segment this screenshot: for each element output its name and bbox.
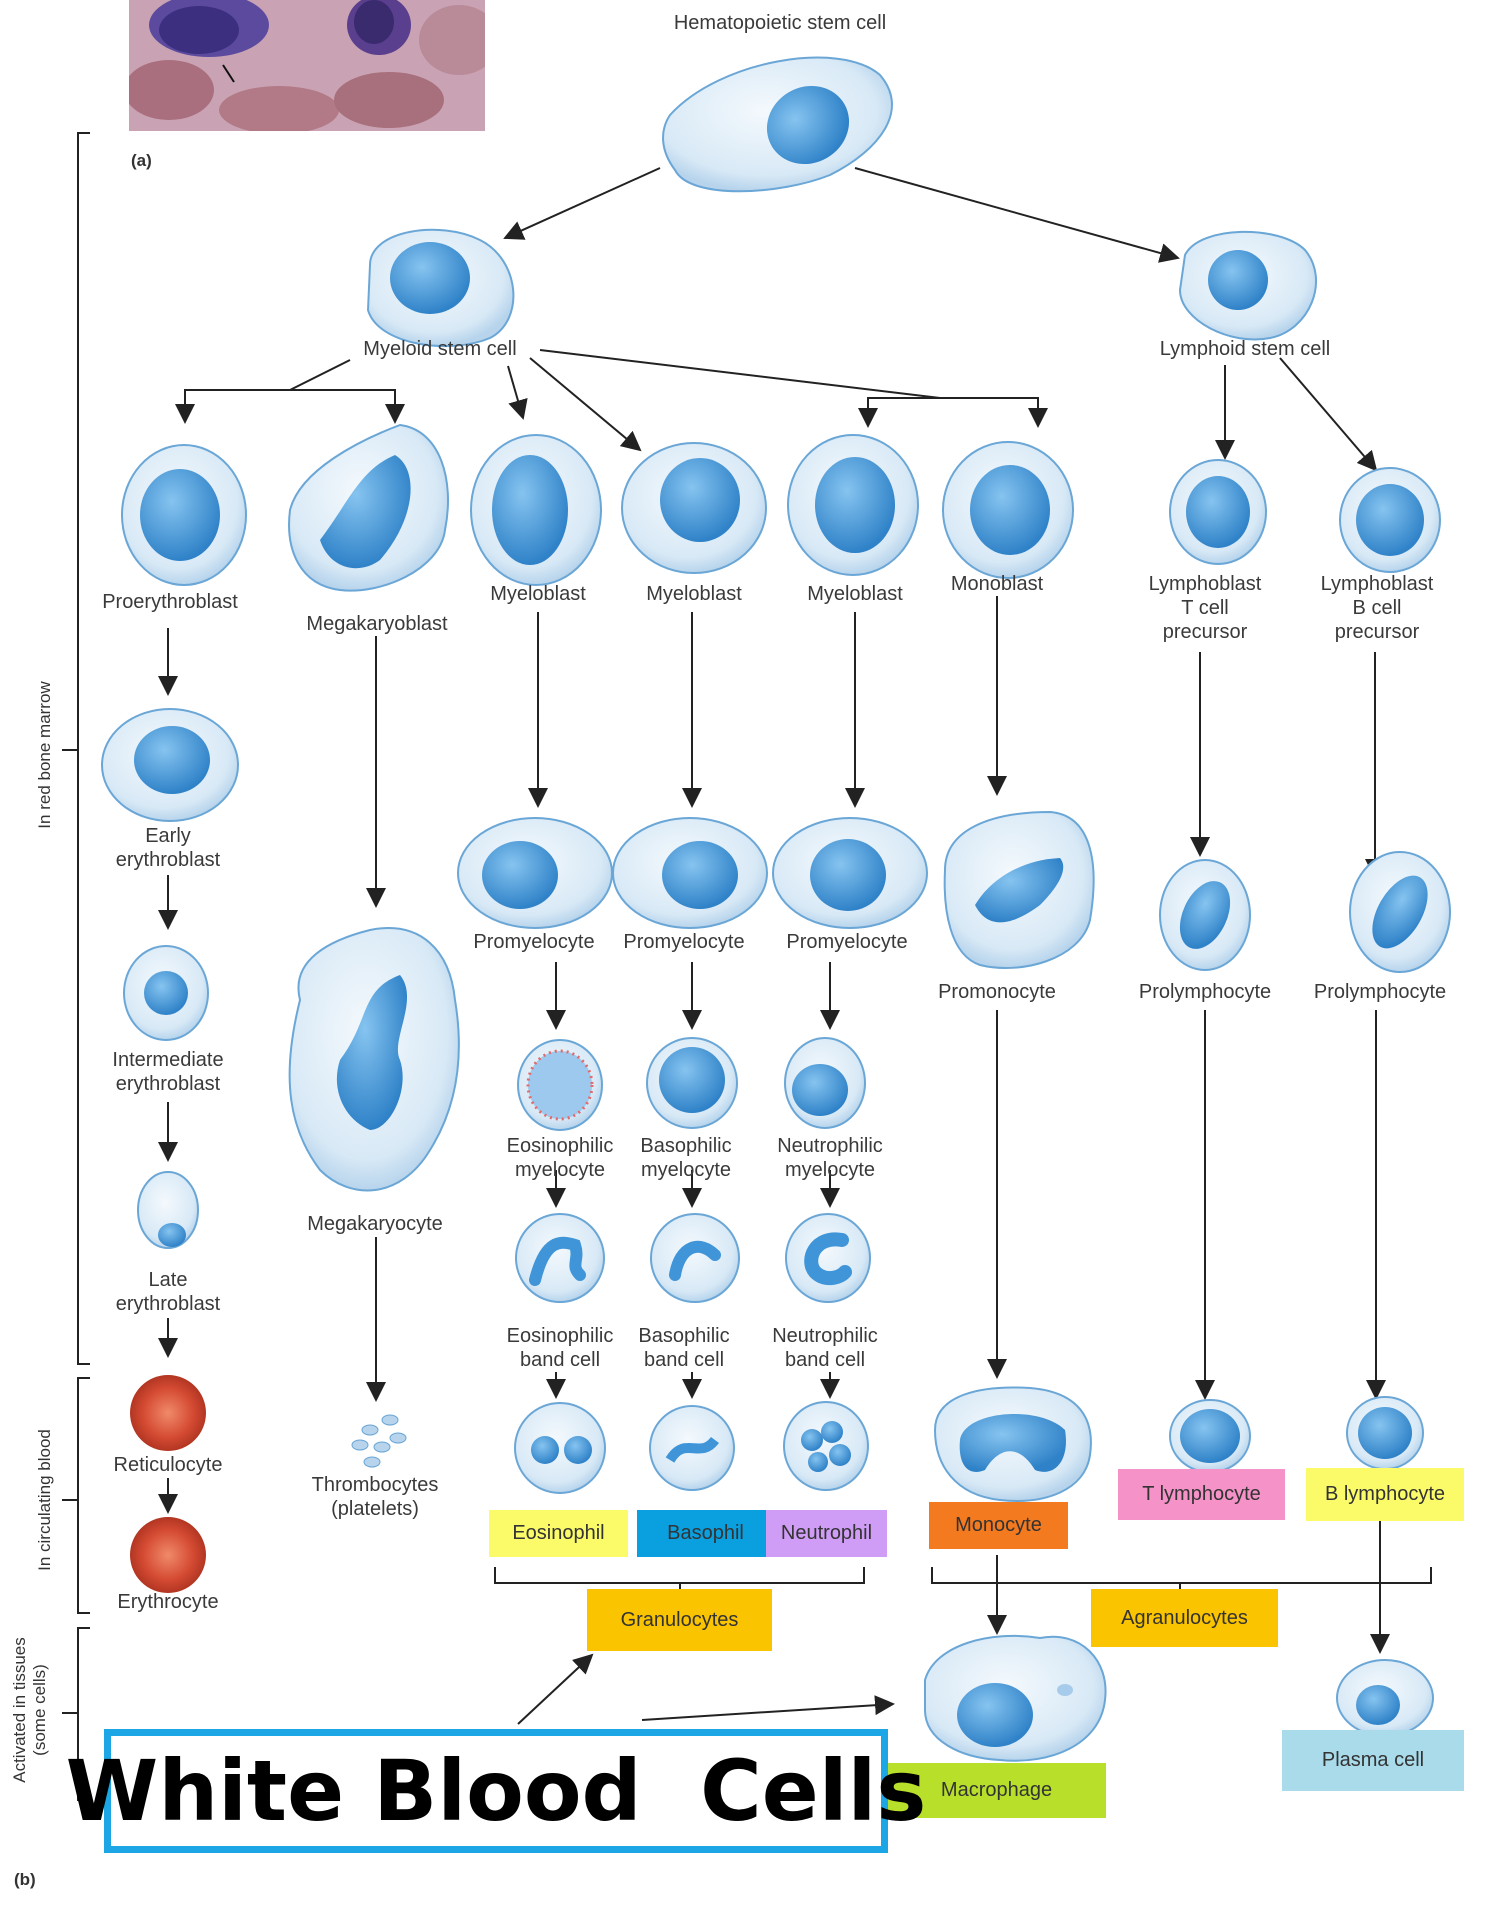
label-basophilic-myelocyte: Basophilic myelocyte bbox=[640, 1135, 732, 1181]
label-lymphoblast-b: Lymphoblast B cell precursor bbox=[1320, 573, 1434, 643]
side-label-blood: In circulating blood bbox=[35, 1429, 54, 1571]
promyelocyte-3 bbox=[772, 817, 928, 929]
myeloblast-3 bbox=[787, 434, 919, 576]
basophilic-band-cell bbox=[650, 1213, 740, 1303]
tag-t-lymphocyte: T lymphocyte bbox=[1118, 1469, 1285, 1520]
label-lymphoid-stem-cell: Lymphoid stem cell bbox=[1159, 338, 1331, 360]
label-promyelocyte-3: Promyelocyte bbox=[786, 931, 908, 953]
lymphoblast-t bbox=[1169, 459, 1267, 565]
label-late-erythroblast: Late erythroblast bbox=[115, 1269, 221, 1315]
label-myeloblast-2: Myeloblast bbox=[646, 583, 742, 605]
label-myeloid-stem-cell: Myeloid stem cell bbox=[363, 338, 517, 360]
label-erythrocyte: Erythrocyte bbox=[117, 1591, 219, 1613]
lymphoid-stem-cell bbox=[1178, 230, 1317, 341]
tag-macrophage: Macrophage bbox=[887, 1763, 1106, 1818]
label-neutrophilic-band-cell: Neutrophilic band cell bbox=[772, 1325, 878, 1371]
promonocyte bbox=[943, 810, 1095, 969]
label-thrombocytes: Thrombocytes (platelets) bbox=[311, 1474, 439, 1520]
label-prolymphocyte-2: Prolymphocyte bbox=[1313, 981, 1447, 1003]
label-monoblast: Monoblast bbox=[950, 573, 1044, 595]
panel-a-label: (a) bbox=[131, 151, 152, 170]
label-promonocyte: Promonocyte bbox=[938, 981, 1056, 1003]
tag-monocyte: Monocyte bbox=[929, 1502, 1068, 1549]
myeloid-stem-cell bbox=[366, 228, 515, 348]
side-label-marrow: In red bone marrow bbox=[35, 681, 54, 829]
label-neutrophilic-myelocyte: Neutrophilic myelocyte bbox=[777, 1135, 883, 1181]
intermediate-erythroblast bbox=[123, 945, 209, 1041]
tag-plasma-cell: Plasma cell bbox=[1282, 1730, 1464, 1791]
neutrophil-cell bbox=[783, 1401, 869, 1491]
promyelocyte-1 bbox=[457, 817, 613, 929]
late-erythroblast bbox=[137, 1171, 199, 1249]
basophilic-myelocyte bbox=[646, 1037, 738, 1129]
neutrophilic-band-cell bbox=[785, 1213, 871, 1303]
label-eosinophilic-myelocyte: Eosinophilic myelocyte bbox=[506, 1135, 614, 1181]
label-prolymphocyte-1: Prolymphocyte bbox=[1138, 981, 1272, 1003]
prolymphocyte-1 bbox=[1159, 859, 1251, 971]
tag-b-lymphocyte: B lymphocyte bbox=[1306, 1468, 1464, 1521]
label-reticulocyte: Reticulocyte bbox=[113, 1454, 223, 1476]
label-myeloblast-3: Myeloblast bbox=[807, 583, 903, 605]
micrograph-image bbox=[129, 0, 485, 131]
white-blood-cells-title: White Blood Cells bbox=[66, 1729, 926, 1853]
lymphoblast-b bbox=[1339, 467, 1441, 573]
proerythroblast bbox=[121, 444, 247, 586]
label-promyelocyte-2: Promyelocyte bbox=[623, 931, 745, 953]
prolymphocyte-2 bbox=[1349, 851, 1451, 973]
eosinophilic-band-cell bbox=[515, 1213, 605, 1303]
label-basophilic-band-cell: Basophilic band cell bbox=[638, 1325, 730, 1371]
tag-neutrophil: Neutrophil bbox=[766, 1510, 887, 1557]
label-promyelocyte-1: Promyelocyte bbox=[473, 931, 595, 953]
eosinophil-cell bbox=[514, 1402, 606, 1494]
reticulocyte bbox=[130, 1375, 206, 1451]
basophil-cell bbox=[649, 1405, 735, 1491]
label-intermediate-erythroblast: Intermediate erythroblast bbox=[112, 1049, 224, 1095]
macrophage-cell bbox=[924, 1634, 1107, 1762]
label-myeloblast-1: Myeloblast bbox=[490, 583, 586, 605]
megakaryoblast bbox=[288, 423, 449, 592]
early-erythroblast bbox=[101, 708, 239, 822]
neutrophilic-myelocyte bbox=[784, 1037, 866, 1129]
tag-basophil: Basophil bbox=[637, 1510, 774, 1557]
erythrocyte bbox=[130, 1517, 206, 1593]
monoblast bbox=[942, 441, 1074, 579]
label-proerythroblast: Proerythroblast bbox=[102, 591, 238, 613]
myeloblast-1 bbox=[470, 434, 602, 586]
tag-agranulocytes: Agranulocytes bbox=[1091, 1589, 1278, 1647]
megakaryocyte bbox=[288, 927, 460, 1192]
thrombocytes bbox=[351, 1414, 407, 1468]
eosinophilic-myelocyte bbox=[517, 1039, 603, 1131]
myeloblast-2 bbox=[621, 442, 767, 574]
t-lymphocyte-cell bbox=[1169, 1399, 1251, 1473]
tag-granulocytes: Granulocytes bbox=[587, 1589, 772, 1651]
label-hematopoietic-stem-cell: Hematopoietic stem cell bbox=[673, 12, 887, 34]
tag-eosinophil: Eosinophil bbox=[489, 1510, 628, 1557]
promyelocyte-2 bbox=[612, 817, 768, 929]
label-eosinophilic-band-cell: Eosinophilic band cell bbox=[506, 1325, 614, 1371]
label-lymphoblast-t: Lymphoblast T cell precursor bbox=[1148, 573, 1262, 643]
panel-b-label: (b) bbox=[14, 1870, 36, 1889]
label-early-erythroblast: Early erythroblast bbox=[115, 825, 221, 871]
lineage-arrows bbox=[158, 167, 1432, 1725]
monocyte-cell bbox=[933, 1386, 1092, 1502]
b-lymphocyte-cell bbox=[1346, 1396, 1424, 1470]
plasma-cell bbox=[1336, 1659, 1434, 1737]
label-megakaryocyte: Megakaryocyte bbox=[307, 1213, 443, 1235]
side-brackets bbox=[62, 132, 90, 1801]
label-megakaryoblast: Megakaryoblast bbox=[306, 613, 448, 635]
hematopoietic-stem-cell bbox=[662, 56, 893, 193]
side-label-tissues: Activated in tissues (some cells) bbox=[10, 1637, 49, 1783]
